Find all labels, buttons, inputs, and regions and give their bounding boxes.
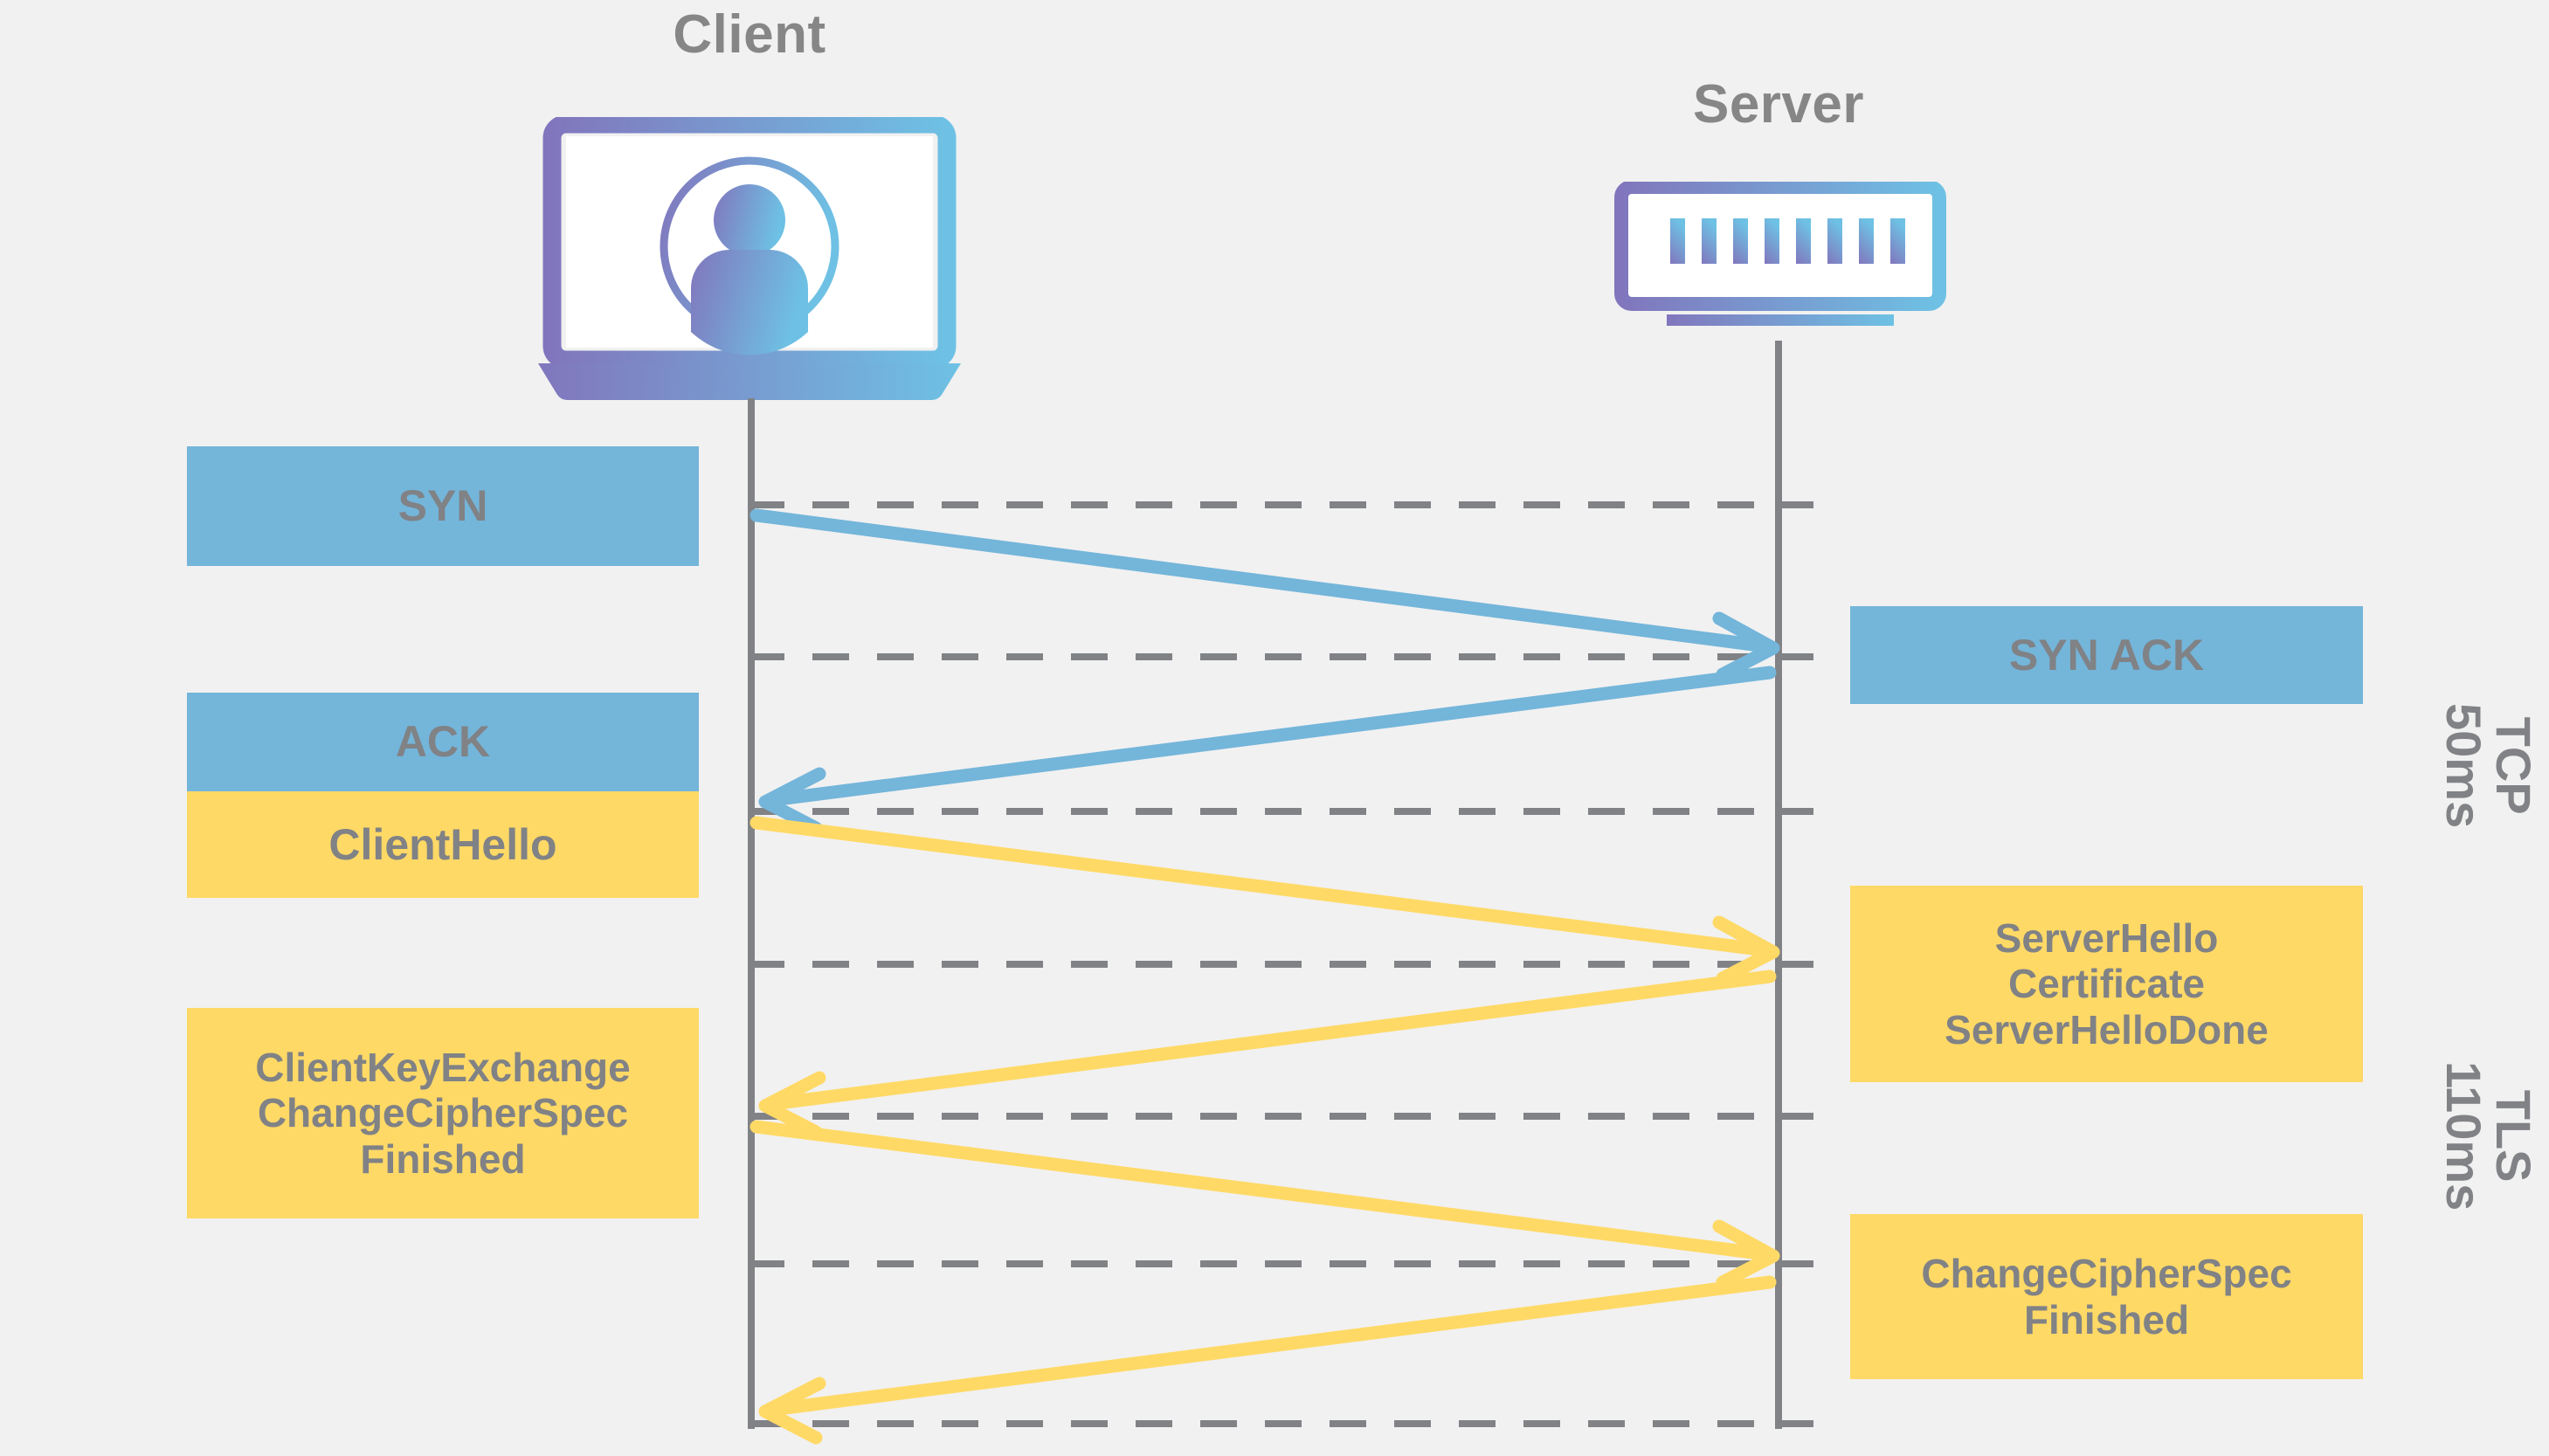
- arrow-client-final: [750, 1120, 1780, 1289]
- phase-tcp-name: TCP: [2486, 716, 2541, 815]
- message-label-syn: SYN: [187, 446, 699, 566]
- message-label-ack-text: ACK: [395, 717, 491, 766]
- message-label-ack: ACK: [187, 693, 699, 791]
- guide-line-4: [748, 961, 1813, 968]
- phase-tcp-duration: 50ms: [2435, 703, 2491, 829]
- arrow-clienthello: [750, 816, 1780, 985]
- client-title: Client: [673, 4, 826, 65]
- message-label-clienthello: ClientHello: [187, 791, 699, 898]
- guide-line-1: [748, 501, 1813, 508]
- arrow-syn: [750, 508, 1780, 681]
- phase-tls-duration: 110ms: [2435, 1061, 2491, 1211]
- laptop-user-icon: [531, 114, 968, 405]
- guide-line-2: [748, 653, 1813, 660]
- arrow-syn-ack: [758, 666, 1777, 835]
- arrow-server-final: [758, 1275, 1777, 1445]
- server-title: Server: [1692, 74, 1865, 135]
- guide-line-6: [748, 1260, 1813, 1267]
- guide-line-5: [748, 1113, 1813, 1120]
- phase-tls-name: TLS: [2486, 1089, 2541, 1183]
- arrow-serverhello: [758, 970, 1777, 1139]
- message-label-syn-text: SYN: [397, 481, 488, 530]
- guide-line-3: [748, 808, 1813, 815]
- guide-line-7: [748, 1420, 1813, 1427]
- lifeline-client: [748, 398, 755, 1429]
- server-rack-icon: [1614, 180, 1946, 339]
- lifeline-server: [1775, 341, 1782, 1429]
- phase-label-tcp: TCP 50ms: [2435, 703, 2541, 829]
- message-label-syn-ack: SYN ACK: [1850, 606, 2363, 704]
- message-label-syn-ack-text: SYN ACK: [2008, 630, 2205, 680]
- message-label-clienthello-text: ClientHello: [328, 819, 557, 869]
- phase-label-tls: TLS 110ms: [2435, 1061, 2541, 1211]
